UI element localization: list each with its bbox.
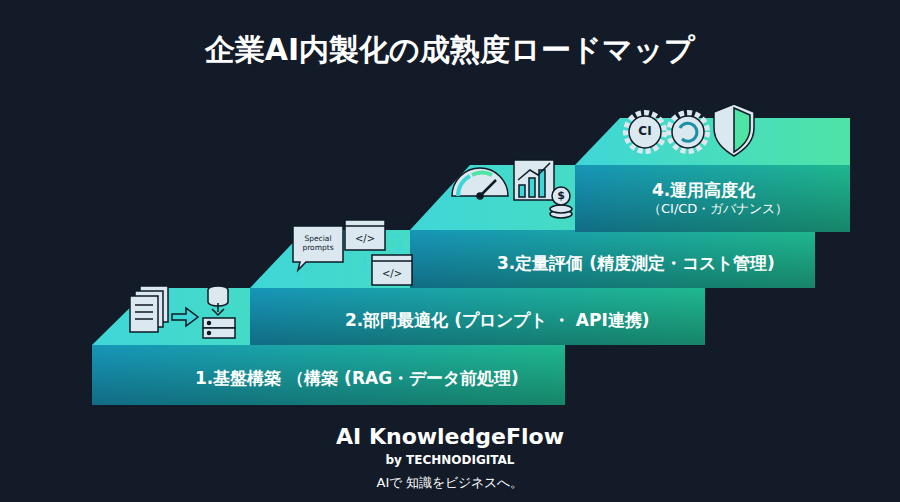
step-subtitle: （CI/CD・ガバナンス） (648, 201, 788, 218)
diagram-title: 企業AI内製化の成熟度ロードマップ (0, 30, 900, 71)
step-title: 3.定量評価 (精度測定・コスト管理) (497, 252, 775, 274)
step-title: 2.部門最適化 (プロンプト ・ API連携) (345, 309, 650, 331)
step-face: 3.定量評価 (精度測定・コスト管理) (410, 230, 815, 288)
code-symbol: </> (355, 233, 375, 245)
coin-symbol: $ (557, 190, 565, 203)
step-face: 1.基盤構築 （構築 (RAG・データ前処理) (92, 345, 565, 405)
brand-name: AI KnowledgeFlow (336, 424, 564, 449)
brand-tagline: AIで 知識をビジネスへ。 (377, 476, 524, 491)
step-face: 4.運用高度化（CI/CD・ガバナンス） (575, 165, 850, 232)
brand-byline: by TECHNODIGITAL (386, 454, 515, 468)
step-title: 1.基盤構築 （構築 (RAG・データ前処理) (195, 367, 519, 389)
code-symbol: </> (382, 268, 402, 280)
gear-text: CI (638, 125, 651, 139)
step-title: 4.運用高度化 (652, 179, 755, 201)
step-face: 2.部門最適化 (プロンプト ・ API連携) (250, 288, 705, 345)
bubble-text: Special prompts (296, 235, 340, 252)
